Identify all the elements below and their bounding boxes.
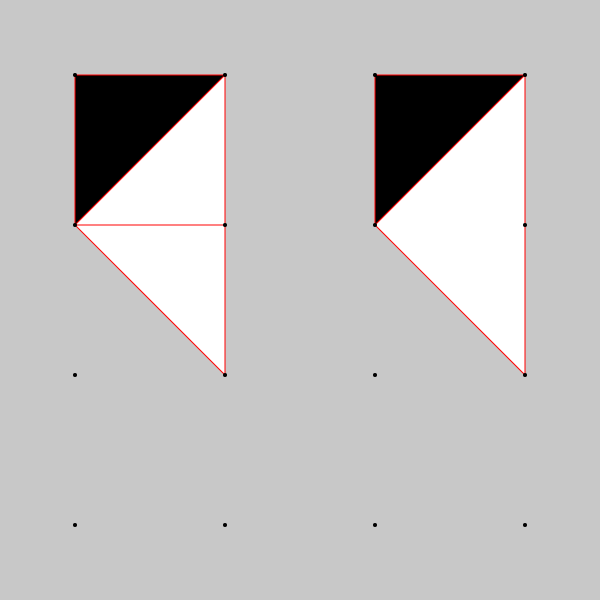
grid-point xyxy=(523,223,527,227)
grid-point xyxy=(223,73,227,77)
grid-point xyxy=(73,523,77,527)
edge-3 xyxy=(74,74,226,226)
grid-point xyxy=(373,373,377,377)
grid-point xyxy=(523,73,527,77)
grid-point xyxy=(523,523,527,527)
grid-point xyxy=(223,223,227,227)
grid-point xyxy=(223,523,227,527)
grid-point xyxy=(73,73,77,77)
right-panel xyxy=(373,73,527,527)
grid-point xyxy=(223,373,227,377)
white-large-triangle xyxy=(375,75,525,375)
grid-point xyxy=(373,73,377,77)
grid-point xyxy=(373,523,377,527)
edge-2 xyxy=(374,74,526,226)
edge-6 xyxy=(74,224,226,376)
panels-layer xyxy=(73,73,527,527)
edge-4 xyxy=(374,224,526,376)
grid-point xyxy=(73,373,77,377)
left-panel xyxy=(73,73,227,527)
grid-point xyxy=(373,223,377,227)
grid-point xyxy=(523,373,527,377)
grid-point xyxy=(73,223,77,227)
